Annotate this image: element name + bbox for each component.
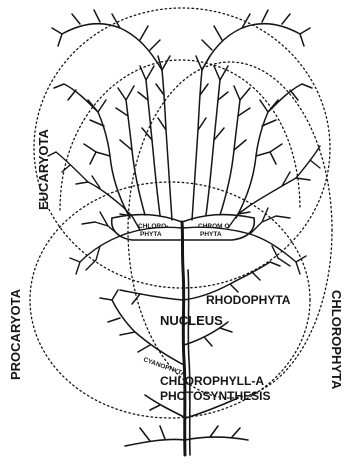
label-procaryota: PROCARYOTA: [8, 288, 23, 380]
label-phyta-left: PHYTA: [140, 231, 162, 238]
label-chlorophyta-side: CHLOROPHYTA: [329, 290, 344, 390]
label-nucleus: NUCLEUS: [160, 313, 223, 328]
label-rhodophyta: RHODOPHYTA: [206, 293, 291, 307]
label-eucaryota: EUCARYOTA: [36, 129, 51, 211]
label-photosynthesis: PHOTOSYNTHESIS: [160, 389, 270, 403]
label-phyta-right: PHYTA: [200, 231, 222, 238]
label-chromo-right: CHROM O: [198, 223, 229, 230]
label-chlorophyll-a: CHLOROPHYLL-A: [160, 374, 264, 388]
label-chloro-left: CHLORO-: [138, 223, 168, 230]
